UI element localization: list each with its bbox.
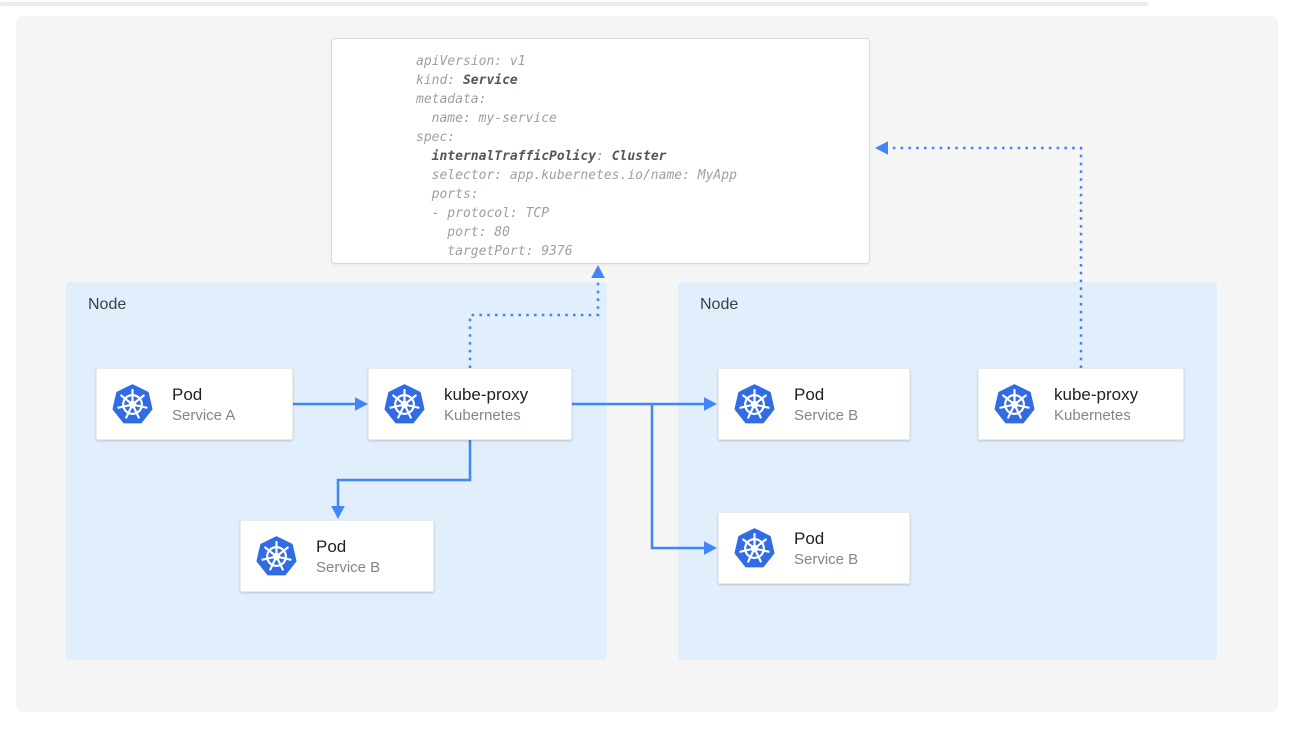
- card-kube-proxy-left: kube-proxy Kubernetes: [368, 368, 572, 440]
- yaml-code: apiVersion: v1 kind: Service metadata: nam…: [416, 52, 737, 261]
- card-title: Pod: [794, 528, 825, 548]
- node-label: Node: [700, 296, 739, 313]
- service-yaml-panel: apiVersion: v1 kind: Service metadata: nam…: [331, 38, 870, 264]
- yaml-line: selector: app.kubernetes.io/name: MyApp: [416, 168, 737, 183]
- yaml-line: apiVersion: v1: [416, 54, 526, 69]
- yaml-line: - protocol: TCP: [416, 206, 550, 221]
- card-pod-service-b-right-top: Pod Service B: [718, 368, 910, 440]
- yaml-line: port: 80: [416, 225, 510, 240]
- yaml-line: targetPort: 9376: [416, 244, 573, 259]
- top-divider-bar: [0, 2, 1148, 6]
- kubernetes-icon: [112, 383, 153, 425]
- card-title: kube-proxy: [1054, 384, 1139, 404]
- node-label: Node: [88, 296, 127, 313]
- yaml-line: kind: Service: [416, 73, 518, 88]
- card-title: Pod: [172, 384, 203, 404]
- card-pod-service-a: Pod Service A: [96, 368, 293, 440]
- node-right: Node: [678, 282, 1217, 660]
- card-subtitle: Service B: [316, 558, 381, 576]
- card-title: kube-proxy: [444, 384, 529, 404]
- card-subtitle: Kubernetes: [444, 406, 521, 424]
- card-title: Pod: [794, 384, 825, 404]
- yaml-line: internalTrafficPolicy: Cluster: [431, 149, 667, 164]
- card-title: Pod: [316, 536, 347, 556]
- yaml-line: spec:: [416, 130, 456, 145]
- yaml-line: ports:: [416, 187, 479, 202]
- kubernetes-icon: [384, 383, 425, 425]
- card-subtitle: Service B: [794, 406, 859, 424]
- kubernetes-icon: [994, 383, 1035, 425]
- kubernetes-icon: [734, 527, 775, 569]
- node-left: Node: [66, 282, 607, 660]
- kubernetes-icon: [256, 535, 297, 577]
- card-pod-service-b-left: Pod Service B: [240, 520, 434, 592]
- yaml-line: metadata:: [416, 92, 487, 107]
- yaml-line: name: my-service: [416, 111, 557, 126]
- card-subtitle: Kubernetes: [1054, 406, 1131, 424]
- kubernetes-icon: [734, 383, 775, 425]
- card-subtitle: Service A: [172, 406, 236, 424]
- card-pod-service-b-right-bottom: Pod Service B: [718, 512, 910, 584]
- card-kube-proxy-right: kube-proxy Kubernetes: [978, 368, 1184, 440]
- card-subtitle: Service B: [794, 550, 859, 568]
